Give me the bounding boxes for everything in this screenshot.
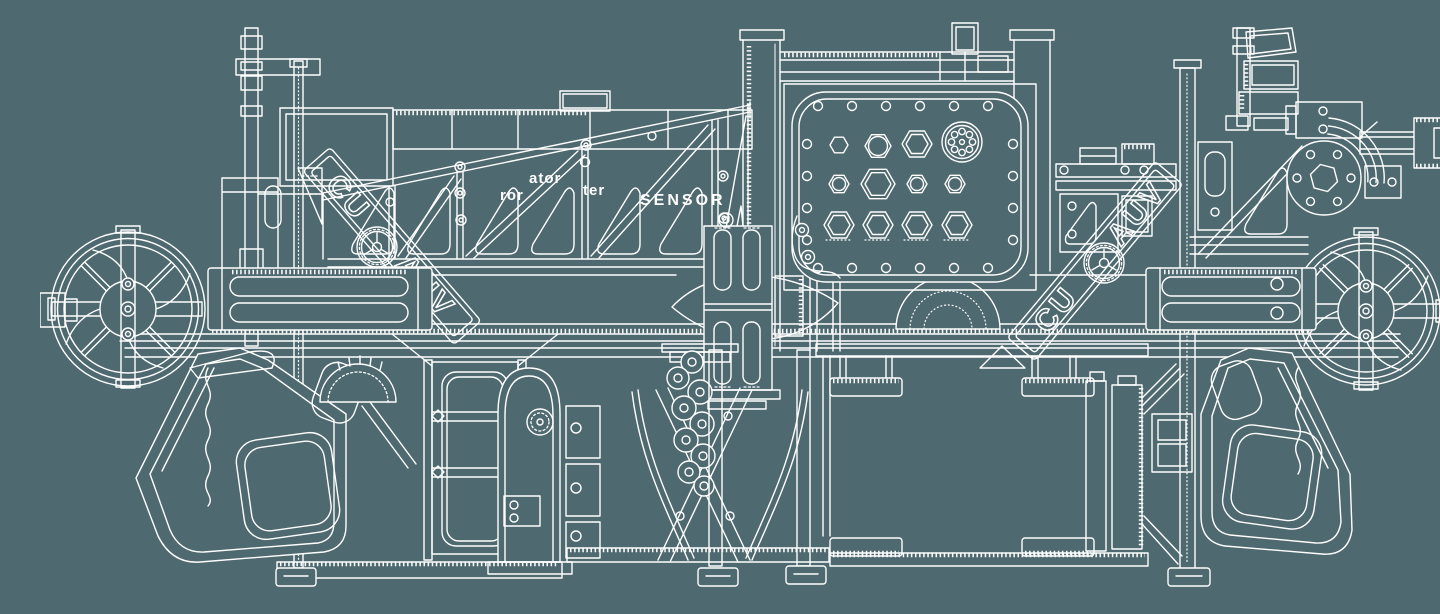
foot: [1167, 567, 1211, 587]
panel-bolts: [801, 100, 1019, 274]
top-rail: [779, 22, 1015, 82]
arch-housing: [487, 367, 601, 575]
left-rail-box: [207, 267, 433, 331]
right-top-boxes: [1225, 27, 1299, 131]
foot: [275, 567, 317, 587]
post-right-short: [1232, 27, 1255, 127]
blueprint-svg: ator ror ter SENSOR CU AUV CU AUV: [40, 22, 1440, 587]
hex-connectors-row2: [828, 168, 966, 200]
hex-panel: [783, 83, 1037, 291]
flange-arm: [1285, 101, 1440, 216]
left-thruster: [40, 225, 206, 389]
fin-right: [1200, 347, 1353, 555]
hump-right: [895, 276, 1001, 330]
foot: [785, 565, 827, 585]
mast-left: [235, 27, 324, 347]
truss-label-sensor: SENSOR: [640, 192, 726, 209]
hex-connectors-row3: [823, 211, 973, 241]
foot: [697, 567, 739, 587]
fin-left: [135, 347, 366, 563]
truss-label-fragment-top: ator: [529, 170, 561, 187]
x-linkage: [631, 343, 809, 563]
right-rail-box: [1145, 267, 1317, 331]
gear-propeller-icon: [356, 226, 398, 268]
gripper-end-effector: [1413, 117, 1440, 169]
right-electronics: [1055, 143, 1177, 253]
tray: [815, 343, 1193, 565]
hex-connectors-row1: [829, 121, 983, 163]
truss-label-fragment-bottom: ror: [500, 187, 524, 204]
dome: [319, 355, 417, 469]
truss-label-fragment-mid: ter: [583, 182, 605, 199]
cuauv-technical-drawing: ator ror ter SENSOR CU AUV CU AUV: [40, 16, 1440, 598]
top-left-boxes: [221, 90, 753, 275]
